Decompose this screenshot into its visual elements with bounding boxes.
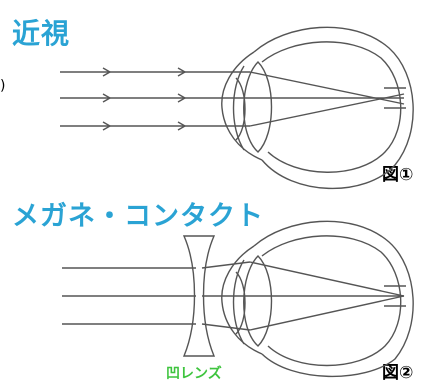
glasses-contacts-title: メガネ・コンタクト: [12, 201, 264, 232]
inner-cornea-line: [232, 259, 245, 345]
figure-2-label: 図②: [382, 363, 414, 383]
refracted-ray-bottom: [249, 93, 405, 127]
arrow-head: [102, 67, 112, 77]
eye-diagram-2: [62, 220, 414, 378]
arrow-head: [177, 121, 187, 131]
eyeball-outline: [253, 220, 414, 378]
cropped-text-fragment: ): [0, 78, 6, 94]
arrow-head: [102, 121, 112, 131]
iris-line: [235, 77, 246, 141]
myopia-title: 近視: [12, 17, 71, 50]
diverged-ray-bottom: [201, 323, 251, 331]
refracted-ray-top: [249, 261, 405, 297]
retina-line: [261, 41, 402, 173]
concave-lens-label: 凹レンズ: [166, 366, 222, 382]
refracted-ray-bottom: [249, 295, 405, 331]
eye-diagram-1: [60, 26, 414, 190]
retina-line: [261, 235, 402, 367]
eyeball-outline: [253, 26, 414, 190]
iris-line: [235, 271, 246, 335]
inner-cornea-line: [232, 65, 245, 151]
arrow-head: [177, 93, 187, 103]
crystalline-lens: [243, 61, 273, 153]
concave-lens: [182, 235, 216, 357]
arrow-head: [102, 93, 112, 103]
diverged-ray-top: [201, 261, 251, 269]
arrow-head: [177, 67, 187, 77]
crystalline-lens: [243, 255, 273, 347]
